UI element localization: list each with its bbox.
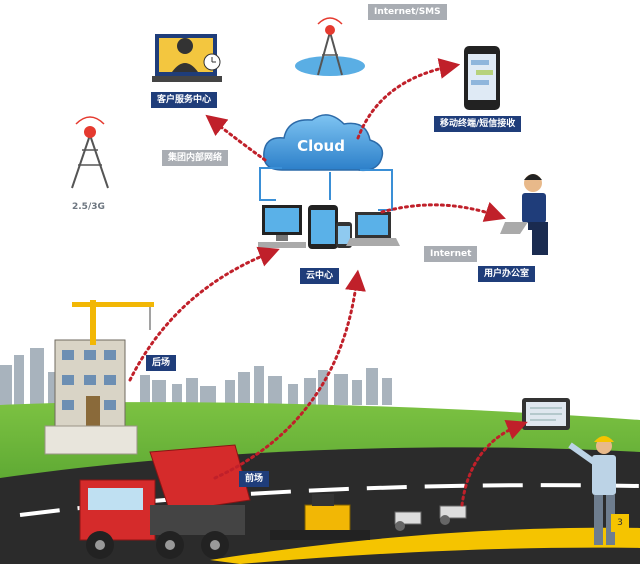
construction-worker-icon [568,436,616,545]
cloud-center-label: 云中心 [300,268,340,284]
radio-tower-icon [295,17,365,76]
group-network-label: 集团内部网络 [162,150,229,166]
customer-service-label: 客户服务中心 [151,92,218,108]
customer-service-agent-icon [152,34,222,82]
radio-tower-icon [71,116,109,189]
road-yellow-edge [210,527,640,564]
network-2g3g-label: 2.5/3G [72,202,105,212]
mobile-terminal-label: 移动终端/短信接收 [434,116,522,132]
frontstage-label: 前场 [239,471,270,487]
building-crane-icon [44,300,154,455]
laptop-icon [346,212,400,246]
cloud-connectors [259,167,393,211]
roller-icon [394,505,467,531]
tablet-icon [308,205,352,249]
cloud-label: Cloud [297,137,345,155]
data-flow-arrows [128,58,528,507]
internet-sms-label: Internet/SMS [368,4,447,20]
backstage-label: 后场 [146,355,177,371]
office-user-icon [500,174,548,255]
paver-icon [270,494,370,540]
city-skyline [0,348,392,405]
dump-truck-icon [79,444,251,559]
cloud-icon [263,114,384,172]
computer-icon [258,205,306,248]
smartphone-icon [464,46,500,110]
user-office-label: 用户办公室 [478,266,536,282]
page-number: 3 [611,514,629,532]
tablet-device-icon [522,398,570,430]
internet-label: Internet [424,246,478,262]
